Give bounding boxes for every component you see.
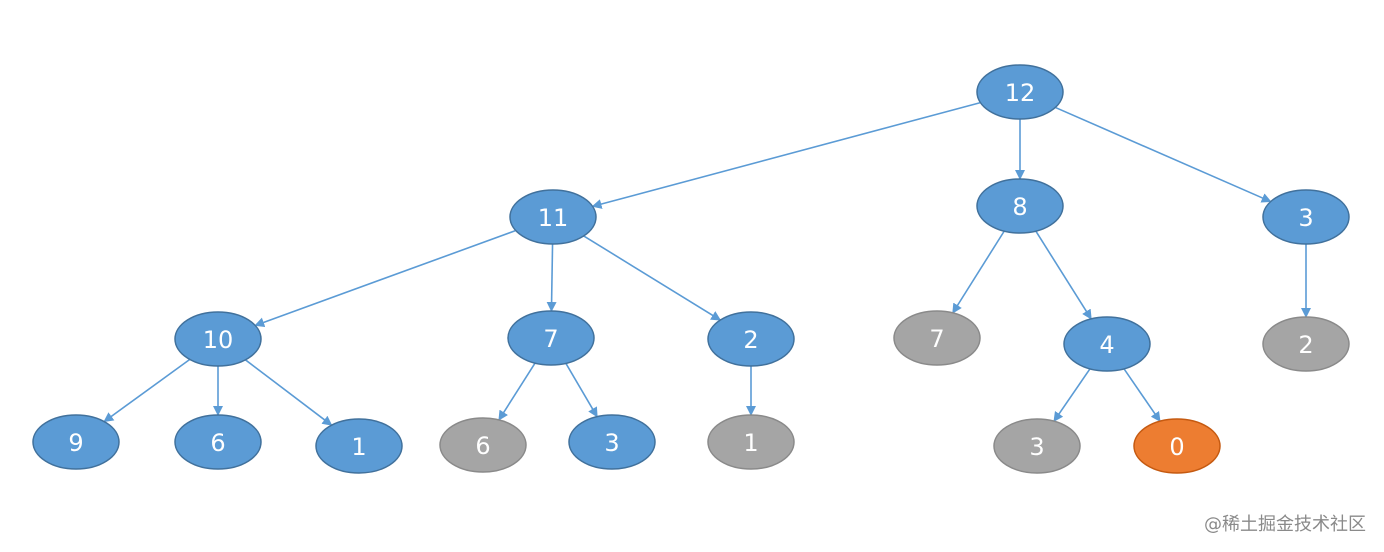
node-ellipse-n3c [993,418,1081,474]
node-label-n1b: 1 [743,429,758,457]
edge-n4-n3c [1053,368,1091,423]
tree-node-n6a: 6 [174,414,262,470]
node-label-root: 12 [1005,79,1036,107]
node-label-n10: 10 [203,326,234,354]
node-ellipse-n9 [32,414,120,470]
node-ellipse-n8 [976,178,1064,234]
node-ellipse-n3b [568,414,656,470]
node-label-n7a: 7 [543,325,558,353]
tree-node-n10: 10 [174,311,262,367]
node-ellipse-n2b [1262,316,1350,372]
edge-n11-n7a [546,243,557,313]
node-label-n11: 11 [538,204,569,232]
node-ellipse-n10 [174,311,262,367]
node-label-n7b: 7 [929,325,944,353]
tree-node-n3b: 3 [568,414,656,470]
node-label-n9: 9 [68,429,83,457]
tree-node-n11: 11 [509,189,597,245]
node-ellipse-n6a [174,414,262,470]
tree-node-n7a: 7 [507,310,595,366]
node-label-n2a: 2 [743,326,758,354]
tree-node-n1b: 1 [707,414,795,470]
node-label-n3a: 3 [1298,204,1313,232]
node-label-n0: 0 [1169,433,1184,461]
tree-node-n8: 8 [976,178,1064,234]
edge-root-n3a [1054,106,1272,203]
tree-node-n0: 0 [1133,418,1221,474]
node-label-n2b: 2 [1298,331,1313,359]
node-label-n3c: 3 [1029,433,1044,461]
edge-n8-n4 [1035,230,1092,320]
edge-n8-n7b [952,230,1005,314]
node-ellipse-n11 [509,189,597,245]
node-ellipse-n1b [707,414,795,470]
node-ellipse-n3a [1262,189,1350,245]
tree-node-n3c: 3 [993,418,1081,474]
edges-layer [103,101,1311,426]
edge-n11-n10 [254,229,517,328]
tree-node-n2a: 2 [707,311,795,367]
edge-n7a-n6b [498,362,536,421]
nodes-layer: 12 11 8 3 10 7 2 7 4 2 9 6 1 6 3 1 3 0 [32,64,1350,474]
node-ellipse-n2a [707,311,795,367]
node-label-n4: 4 [1099,331,1114,359]
node-label-n6a: 6 [210,429,225,457]
edge-n4-n0 [1123,368,1161,423]
node-label-n1a: 1 [351,433,366,461]
edge-n11-n2a [583,235,722,321]
tree-node-n6b: 6 [439,417,527,473]
node-ellipse-n6b [439,417,527,473]
node-ellipse-n7a [507,310,595,366]
edge-n10-n1a [244,359,333,426]
node-ellipse-n0 [1133,418,1221,474]
tree-node-n7b: 7 [893,310,981,366]
node-ellipse-root [976,64,1064,120]
edge-root-n11 [591,101,981,209]
node-label-n3b: 3 [604,429,619,457]
edge-n7a-n3b [565,362,598,418]
node-ellipse-n1a [315,418,403,474]
node-ellipse-n4 [1063,316,1151,372]
tree-node-n1a: 1 [315,418,403,474]
node-ellipse-n7b [893,310,981,366]
tree-node-root: 12 [976,64,1064,120]
edge-n10-n9 [103,358,191,423]
node-label-n6b: 6 [475,432,490,460]
tree-node-n2b: 2 [1262,316,1350,372]
tree-node-n3a: 3 [1262,189,1350,245]
node-label-n8: 8 [1012,193,1027,221]
tree-node-n9: 9 [32,414,120,470]
tree-node-n4: 4 [1063,316,1151,372]
watermark: @稀土掘金技术社区 [1204,514,1366,535]
